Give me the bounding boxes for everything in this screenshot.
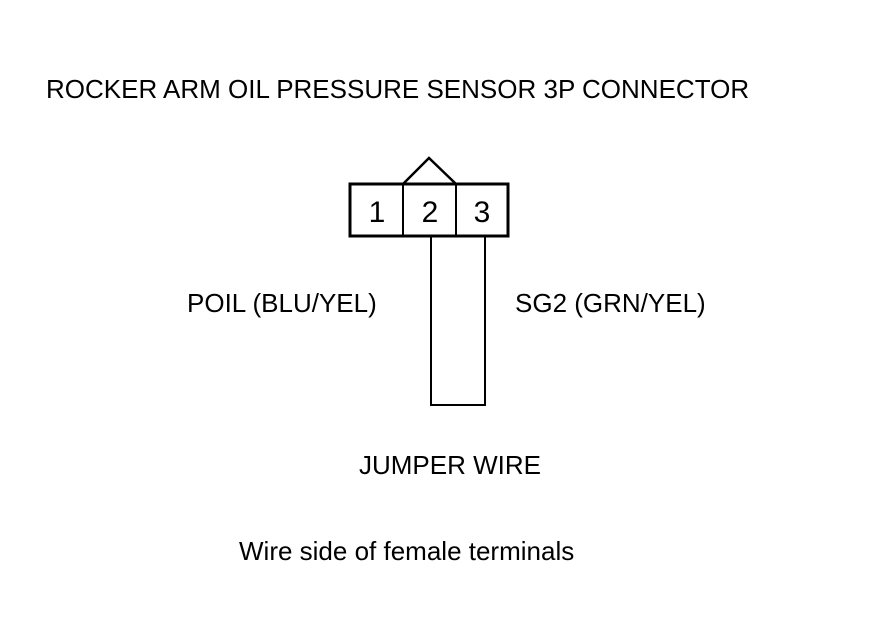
jumper-wire-label: JUMPER WIRE [359, 450, 541, 480]
pin-number-3: 3 [474, 196, 491, 229]
pin-number-1: 1 [369, 196, 386, 229]
jumper-wire [430, 236, 486, 406]
connector-housing [348, 182, 510, 238]
diagram-title: ROCKER ARM OIL PRESSURE SENSOR 3P CONNEC… [46, 74, 750, 104]
terminal-side-note: Wire side of female terminals [239, 536, 575, 566]
sg2-wire-label: SG2 (GRN/YEL) [515, 288, 706, 318]
poil-wire-label: POIL (BLU/YEL) [187, 288, 377, 318]
connector-lock-tab [402, 156, 457, 185]
pin-number-2: 2 [422, 196, 439, 229]
